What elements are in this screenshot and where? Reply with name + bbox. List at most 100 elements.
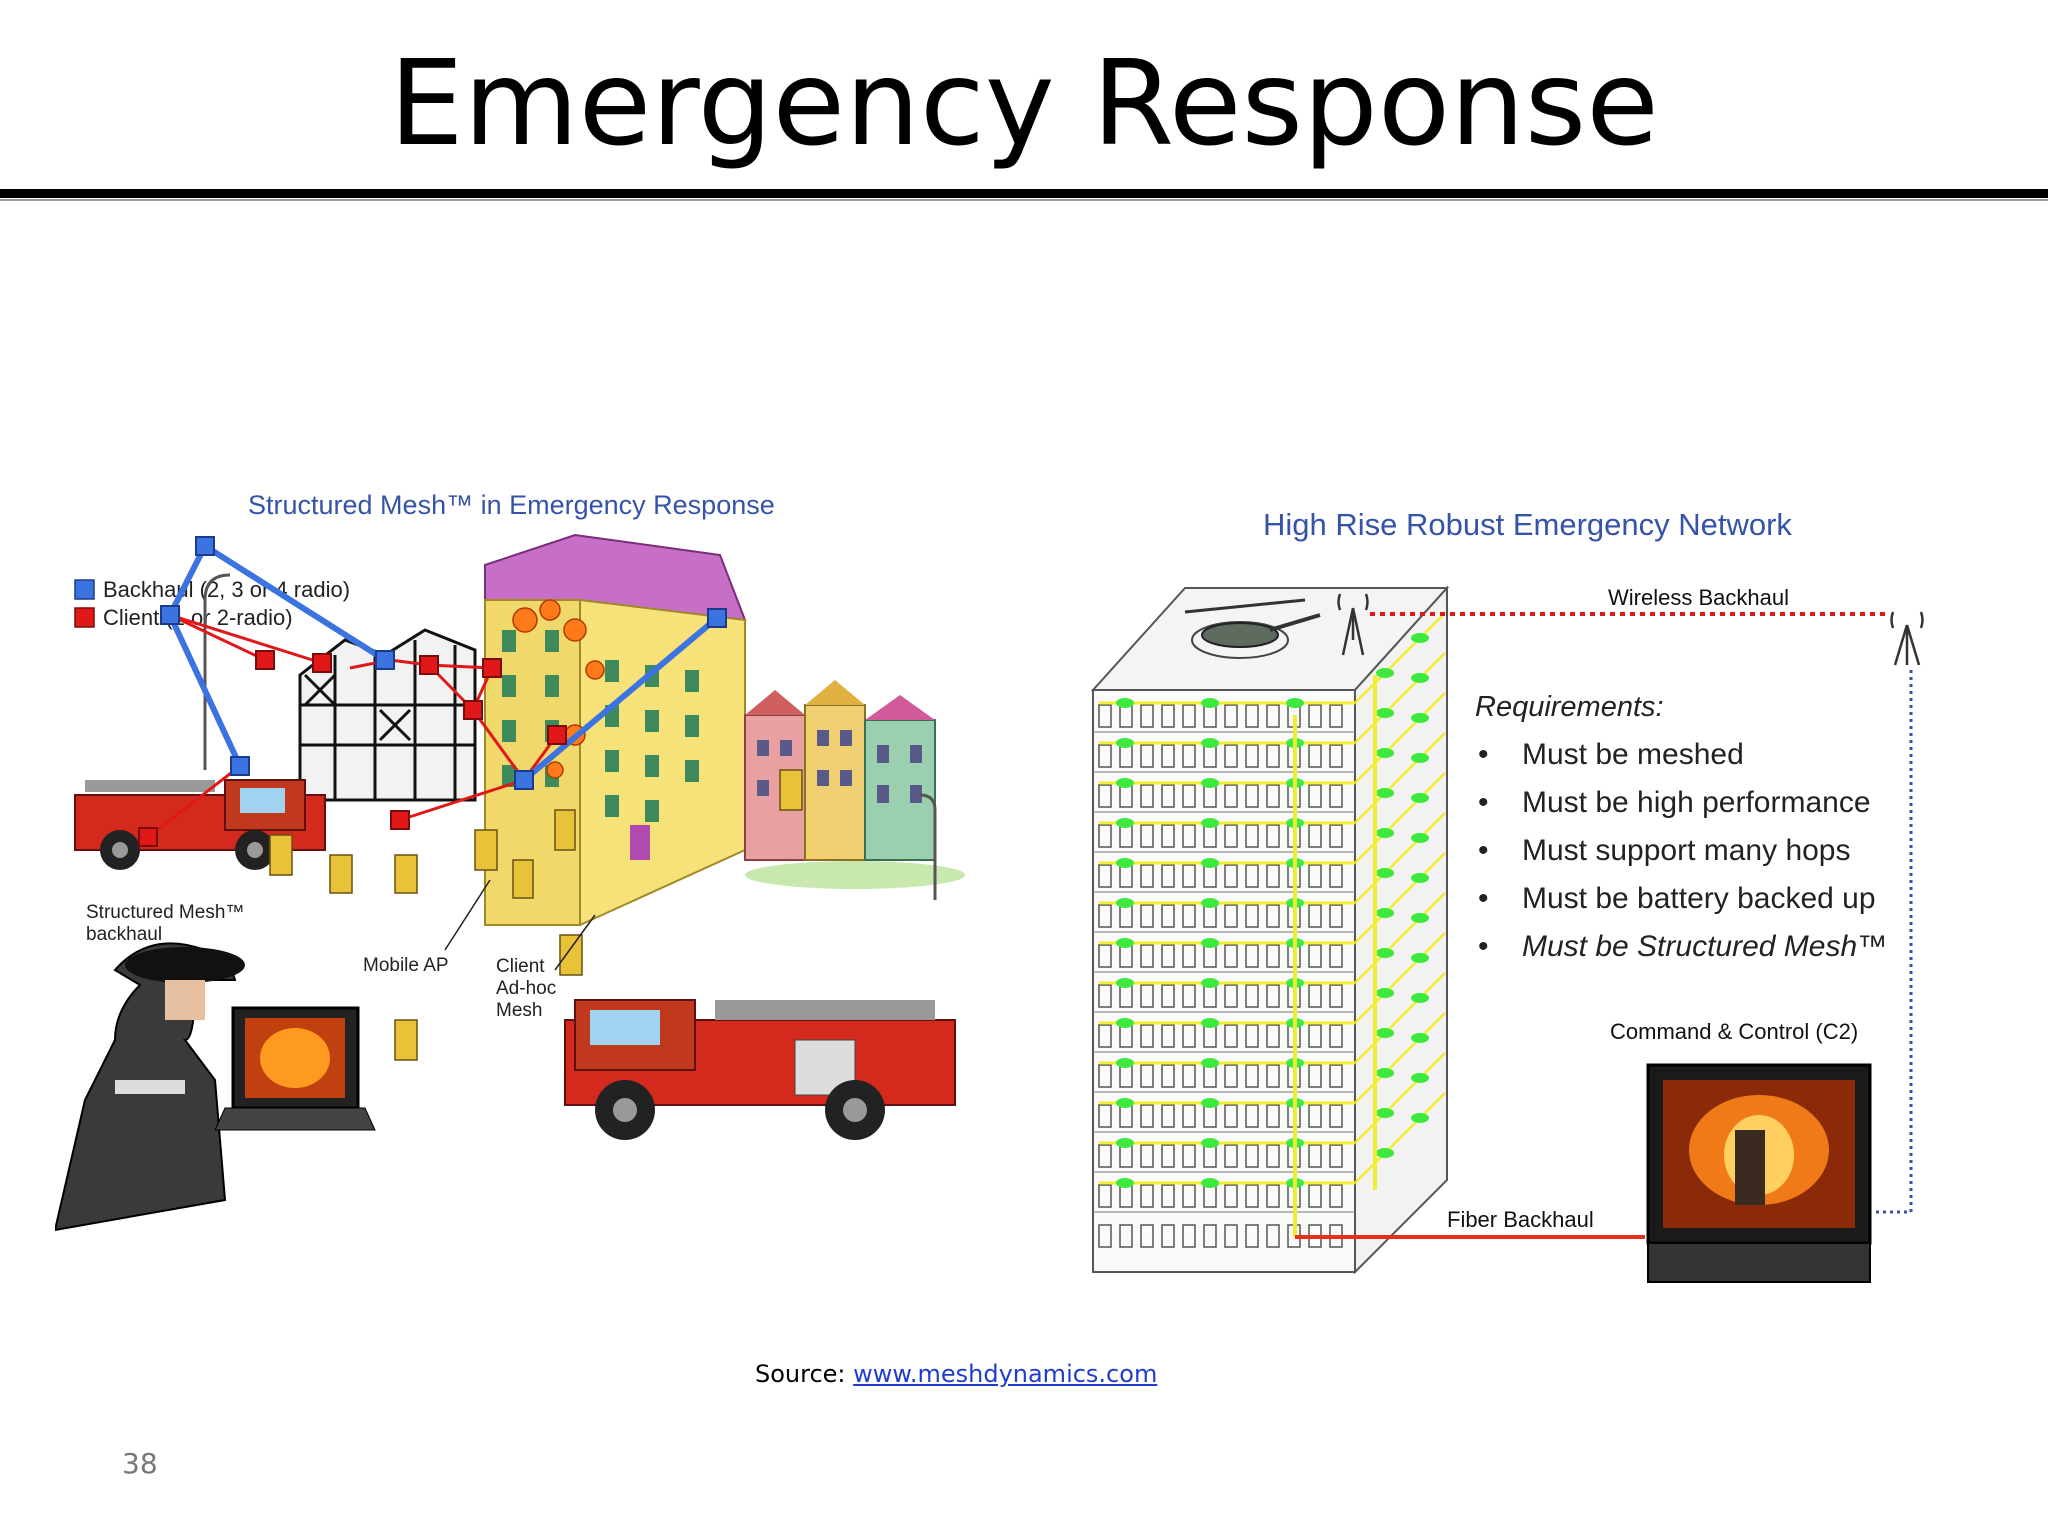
c2-link-dotted [1875,670,1913,1214]
building-window [1308,704,1322,728]
client-node [547,725,567,745]
building-window [1224,1224,1238,1248]
label-structured-mesh-backhaul: Structured Mesh™ [86,902,244,923]
mesh-node [1116,1138,1134,1148]
high-rise-building [1090,585,1450,1275]
mesh-node [1411,953,1429,963]
building-window [1245,1144,1259,1168]
side-mesh-link [1354,692,1446,784]
mesh-node [1411,713,1429,723]
building-window [1098,824,1112,848]
building-window [1098,904,1112,928]
requirement-item: Must be Structured Mesh™ [1522,930,1887,963]
building-window [1245,1064,1259,1088]
building-window [1161,824,1175,848]
building-window [1098,784,1112,808]
building-window [1266,984,1280,1008]
mesh-node [1411,873,1429,883]
left-diagram-title: Structured Mesh™ in Emergency Response [248,490,775,520]
backhaul-node [707,608,727,628]
roof-antenna-icon [1337,593,1369,656]
building-window [1182,1184,1196,1208]
building-window [1266,1024,1280,1048]
mesh-node [1201,898,1219,908]
label-mesh: Mesh [496,1000,542,1021]
slide-title: Emergency Response [389,34,1659,172]
client-pointer [554,914,596,971]
mesh-node [1116,778,1134,788]
mesh-node [1201,938,1219,948]
c2-laptop-icon [1646,1063,1872,1283]
building-window [1098,1064,1112,1088]
mesh-node [1376,708,1394,718]
mesh-node [1376,1148,1394,1158]
building-window [1329,944,1343,968]
mesh-node [1411,1033,1429,1043]
building-window [1161,1104,1175,1128]
mesh-node [1116,938,1134,948]
building-window [1329,1024,1343,1048]
label-mobile-ap: Mobile AP [363,955,449,976]
building-window [1182,864,1196,888]
building-window [1098,1224,1112,1248]
building-window [1266,824,1280,848]
building-window [1224,1184,1238,1208]
mesh-node [1376,988,1394,998]
building-window [1224,824,1238,848]
building-window [1182,784,1196,808]
building-window [1308,984,1322,1008]
mesh-node [1116,1178,1134,1188]
building-window [1098,1024,1112,1048]
building-window [1182,904,1196,928]
building-window [1161,904,1175,928]
mesh-node [1201,978,1219,988]
building-window [1182,984,1196,1008]
building-window [1245,864,1259,888]
building-window [1140,1144,1154,1168]
building-window [1224,1144,1238,1168]
building-window [1308,744,1322,768]
building-window [1098,1184,1112,1208]
source-link[interactable]: www.meshdynamics.com [853,1360,1158,1388]
source-label: Source: [755,1360,854,1388]
building-window [1182,1064,1196,1088]
building-window [1203,1224,1217,1248]
requirement-bullet: • [1478,786,1489,819]
requirements-heading: Requirements: [1475,691,1664,723]
legend-swatch-backhaul [74,579,95,600]
label-client: Client [496,956,545,977]
building-window [1266,744,1280,768]
mesh-node [1116,1018,1134,1028]
mesh-node [1376,748,1394,758]
building-window [1182,1024,1196,1048]
side-mesh-link [1354,732,1446,824]
building-window [1224,984,1238,1008]
building-window [1308,1064,1322,1088]
client-node [482,658,502,678]
building-window [1245,984,1259,1008]
legend-label-client: Client (1 or 2-radio) [103,605,293,630]
building-window [1308,864,1322,888]
building-window [1266,704,1280,728]
building-window [1140,864,1154,888]
fiber-backhaul-label: Fiber Backhaul [1447,1207,1594,1232]
building-window [1224,1104,1238,1128]
building-window [1140,704,1154,728]
building-window [1161,1064,1175,1088]
building-window [1329,704,1343,728]
building-window [1161,704,1175,728]
yellow-tower-illustration [484,533,747,927]
building-window [1329,1104,1343,1128]
building-window [1140,784,1154,808]
building-window [1161,864,1175,888]
building-window [1308,784,1322,808]
building-window [1161,984,1175,1008]
building-window [1308,904,1322,928]
building-window [1098,984,1112,1008]
building-window [1161,1144,1175,1168]
building-window [1245,904,1259,928]
building-window [1245,1184,1259,1208]
laptop-left-icon [214,1006,376,1131]
fire-truck-right-illustration [564,999,956,1140]
building-window [1266,1064,1280,1088]
